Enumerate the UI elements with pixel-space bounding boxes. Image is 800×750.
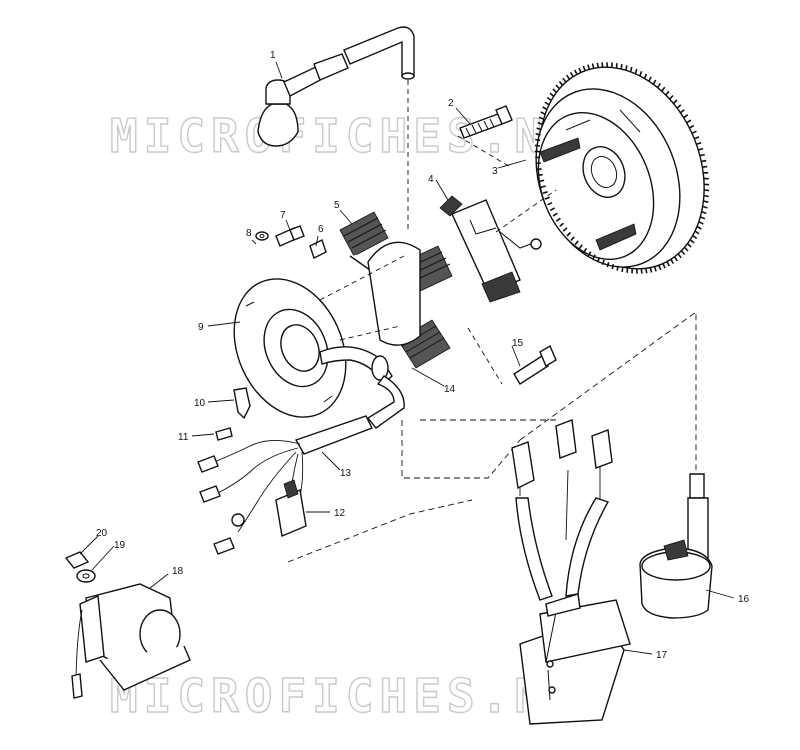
- callout-9: 9: [198, 322, 204, 333]
- callout-19: 19: [114, 540, 126, 551]
- callout-20: 20: [96, 528, 108, 539]
- callout-8: 8: [246, 228, 252, 239]
- screw-6: [309, 239, 327, 259]
- starter-solenoid: [71, 583, 191, 699]
- wiring-harness: [197, 415, 373, 555]
- spark-plug-cap: [257, 26, 415, 147]
- callout-13: 13: [340, 468, 352, 479]
- flywheel-ring-gear-teeth: [534, 62, 710, 274]
- screw-7: [275, 225, 305, 247]
- callout-10: 10: [194, 398, 206, 409]
- ignition-coil: [639, 473, 713, 619]
- watermark-top: MICROFICHES.NET: [110, 109, 615, 163]
- stator-plate: [233, 255, 405, 418]
- harness-connector: [275, 479, 307, 537]
- callout-16: 16: [738, 594, 750, 605]
- callout-12: 12: [334, 508, 346, 519]
- lead-line-4: [495, 189, 557, 233]
- wire-grommet: [319, 346, 405, 429]
- callout-3: 3: [492, 166, 498, 177]
- flywheel: [534, 62, 710, 274]
- callout-labels: 1 2 3 4 5 6 7 8 9 10 11 12 13 14 15 16 1…: [96, 50, 750, 661]
- callout-17: 17: [656, 650, 668, 661]
- screw-11: [215, 427, 233, 441]
- cdi-module: [511, 419, 631, 725]
- washer-19: [76, 569, 96, 583]
- callout-6: 6: [318, 224, 324, 235]
- callout-15: 15: [512, 338, 524, 349]
- lead-line-2: [457, 135, 513, 169]
- callout-4: 4: [428, 174, 434, 185]
- callout-14: 14: [444, 384, 456, 395]
- callout-1: 1: [270, 50, 276, 61]
- flywheel-bolt: [459, 105, 513, 139]
- washer-8: [255, 231, 269, 241]
- callout-18: 18: [172, 566, 184, 577]
- callout-7: 7: [280, 210, 286, 221]
- callout-5: 5: [334, 200, 340, 211]
- nut-20: [64, 551, 90, 569]
- assembly-lines: [287, 311, 697, 563]
- wire-clamp: [233, 387, 251, 420]
- stator-coils: [339, 211, 453, 369]
- pulser-coil: [439, 195, 542, 303]
- lead-line-15: [467, 327, 503, 385]
- callout-2: 2: [448, 98, 454, 109]
- callout-11: 11: [178, 432, 189, 443]
- screw-15: [513, 344, 557, 385]
- callout-leaders: [79, 61, 735, 655]
